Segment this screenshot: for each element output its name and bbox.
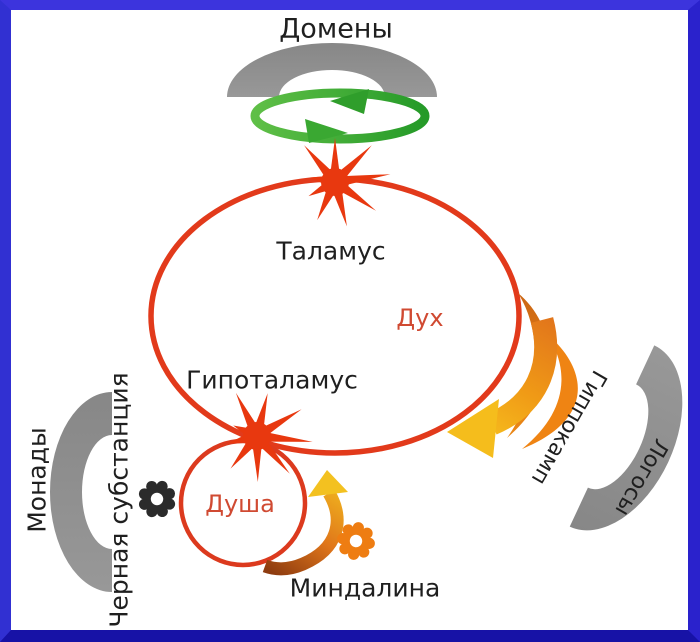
swoosh-arrow: [447, 293, 578, 458]
domains-arc: [227, 43, 437, 97]
label-spirit: Дух: [396, 304, 444, 332]
label-domains: Домены: [279, 13, 393, 45]
recycle-arrows-icon: [250, 88, 430, 144]
monads-arc: [50, 392, 112, 592]
label-hypothalamus: Гипоталамус: [186, 365, 358, 395]
starburst-icon-bottom: [216, 385, 322, 493]
label-soul: Душа: [205, 490, 275, 518]
hook-arrow: [262, 470, 348, 576]
label-black-substance: Черная субстанция: [104, 372, 134, 628]
label-thalamus: Таламус: [276, 236, 386, 266]
label-amygdala: Миндалина: [289, 573, 441, 603]
label-monads: Монады: [22, 427, 52, 533]
spirit-ellipse: [148, 176, 522, 456]
gear-icon-black: [132, 474, 182, 524]
